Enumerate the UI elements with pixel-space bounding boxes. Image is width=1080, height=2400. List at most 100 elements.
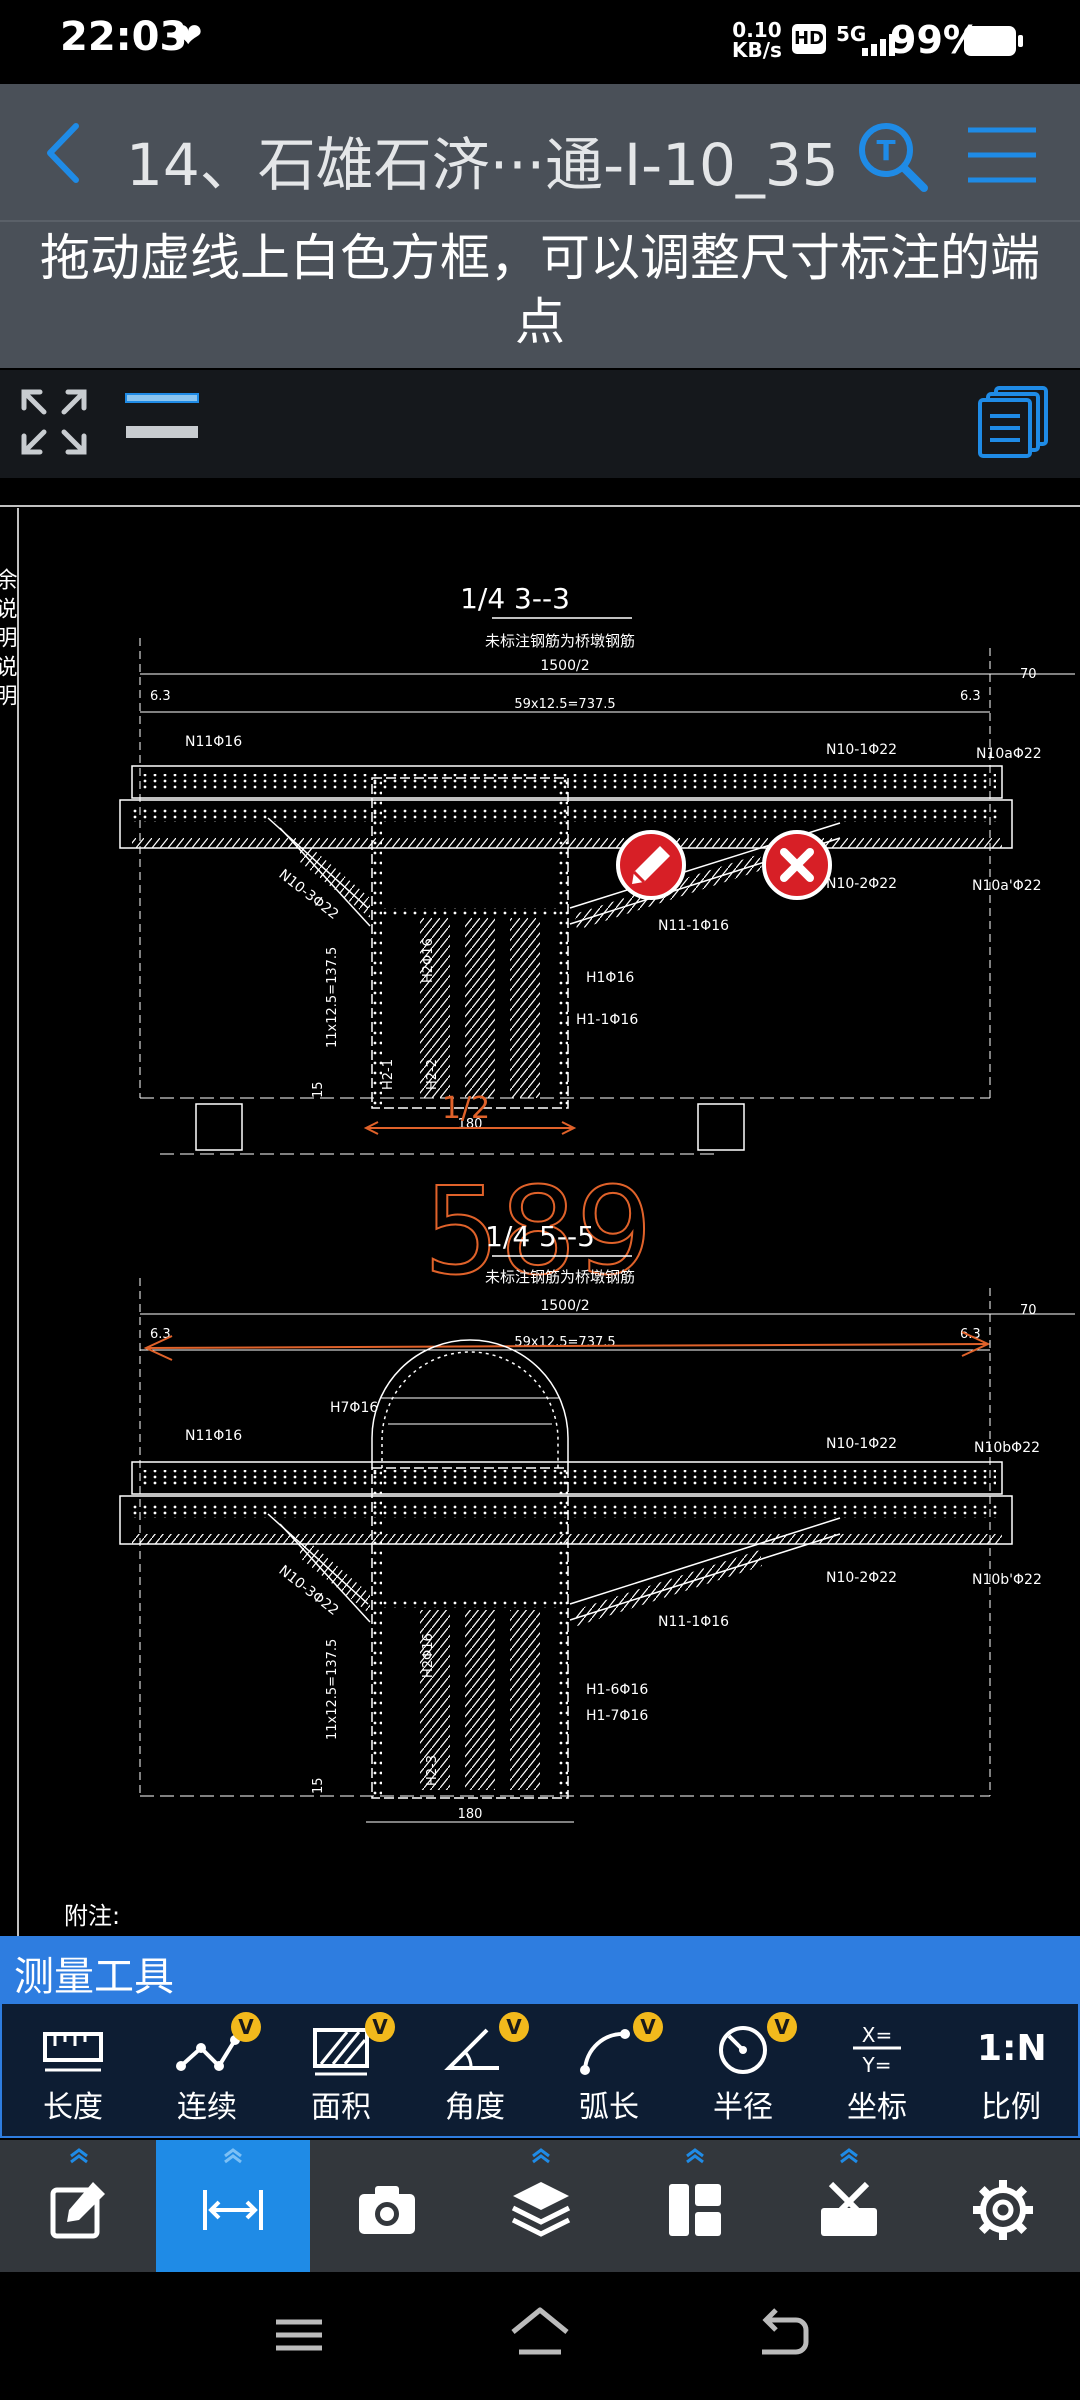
delete-annotation-button[interactable] [762, 830, 832, 900]
svg-text:Y=: Y= [862, 2053, 892, 2077]
label-s1-h2-2: H2-2 [425, 1059, 440, 1090]
label-s2-h2-3: H2-3 [425, 1755, 440, 1786]
recent-apps-icon[interactable] [264, 2300, 334, 2370]
tool-angle-label: 角度 [445, 2090, 505, 2125]
tool-length[interactable]: 长度 [13, 2014, 133, 2134]
chevron-up-icon [532, 2148, 550, 2164]
angle-icon [444, 2028, 499, 2070]
search-icon[interactable]: T [852, 116, 932, 196]
hd-icon: HD [792, 24, 826, 54]
nav-camera[interactable] [310, 2140, 464, 2272]
heart-icon: ❤ [174, 16, 203, 56]
nav-settings[interactable] [926, 2140, 1080, 2272]
label-s1-n11: N11Φ16 [185, 734, 242, 750]
nav-edit[interactable] [2, 2140, 156, 2272]
document-title: 14、石雄石济···通-I-10_35 [126, 131, 839, 199]
menu-icon[interactable] [964, 122, 1040, 188]
tool-angle[interactable]: V 角度 [415, 2012, 535, 2134]
tool-radius-label: 半径 [713, 2090, 773, 2125]
section-2-dim-total: 1500/2 [540, 1298, 589, 1314]
svg-text:X=: X= [862, 2023, 892, 2047]
ruler-icon [43, 2032, 103, 2072]
section-1-dim-spacing: 59x12.5=737.5 [514, 697, 615, 712]
section-2-subtitle: 未标注钢筋为桥墩钢筋 [485, 1268, 635, 1286]
layers-icon [511, 2182, 571, 2237]
section-1-subtitle: 未标注钢筋为桥墩钢筋 [485, 632, 635, 650]
network-type: 5G [836, 22, 867, 46]
label-s1-dim-vert: 11x12.5=137.5 [325, 947, 340, 1048]
signal-icon [862, 34, 895, 56]
tool-area-label: 面积 [311, 2090, 371, 2125]
chevron-up-icon [840, 2148, 858, 2164]
area-icon [313, 2028, 369, 2076]
tool-continuous[interactable]: V 连续 [147, 2012, 267, 2134]
section-1-title: 1/4 3--3 [460, 582, 570, 615]
radius-icon [719, 2026, 767, 2074]
section-1-dim-left: 6.3 [150, 689, 171, 704]
label-s2-h2: H2Φ16 [421, 1633, 436, 1678]
label-s2-n10-2: N10-2Φ22 [826, 1570, 897, 1586]
section-2-dim-left: 6.3 [150, 1327, 171, 1342]
tool-arc[interactable]: V 弧长 [549, 2012, 669, 2134]
measure-label-1: 1/2 [442, 1091, 490, 1126]
tool-radius[interactable]: V 半径 [683, 2012, 803, 2134]
nav-tools[interactable] [772, 2140, 926, 2272]
label-s1-n10a: N10aΦ22 [976, 746, 1042, 762]
line-style-icon[interactable] [124, 390, 200, 450]
label-s1-n10a-prime: N10a'Φ22 [972, 878, 1042, 894]
label-s2-n10b: N10bΦ22 [974, 1440, 1040, 1456]
nav-layers[interactable] [464, 2140, 618, 2272]
chevron-up-icon [224, 2148, 242, 2164]
label-s1-h2: H2Φ16 [421, 938, 436, 983]
cad-drawing[interactable]: 余 说 明 说 明 1/4 3--3 未标注钢筋为桥墩钢筋 1500/2 59x… [0, 478, 1080, 1936]
tool-area[interactable]: V 面积 [281, 2012, 401, 2134]
tool-coordinate-label: 坐标 [847, 2090, 907, 2125]
tool-arc-label: 弧长 [579, 2090, 639, 2125]
back-icon[interactable] [36, 118, 96, 188]
tool-scale-label: 比例 [981, 2090, 1041, 2125]
label-s2-h1-6: H1-6Φ16 [586, 1682, 648, 1698]
battery-tip [1018, 35, 1023, 47]
edit-annotation-button[interactable] [616, 830, 686, 900]
label-s1-15: 15 [311, 1081, 326, 1098]
pencil-icon [632, 846, 670, 884]
measure-panel-header [0, 1936, 1080, 2002]
tip-banner [0, 220, 1080, 368]
tool-scale[interactable]: 1:N 比例 [951, 2014, 1071, 2134]
note-label: 附注: [64, 1902, 120, 1930]
section-2-title: 1/4 5--5 [485, 1220, 595, 1253]
vip-badge: V [499, 2012, 529, 2042]
label-s2-h1-7: H1-7Φ16 [586, 1708, 648, 1724]
home-icon[interactable] [505, 2300, 575, 2370]
chevron-up-icon [686, 2148, 704, 2164]
fullscreen-icon[interactable] [18, 386, 90, 458]
label-s2-15: 15 [311, 1777, 326, 1794]
arc-icon [580, 2029, 630, 2075]
tool-length-label: 长度 [43, 2090, 103, 2125]
section-2-dim-70: 70 [1020, 1303, 1037, 1318]
close-icon [780, 848, 814, 882]
label-s1-h2-1: H2-1 [381, 1059, 396, 1090]
svg-text:T: T [876, 134, 895, 167]
measure-icon [203, 2190, 263, 2230]
label-s2-n10-1: N10-1Φ22 [826, 1436, 897, 1452]
tool-coordinate[interactable]: X= Y= 坐标 [817, 2014, 937, 2134]
back-nav-icon[interactable] [746, 2300, 816, 2370]
label-s2-dim-vert: 11x12.5=137.5 [325, 1639, 340, 1740]
status-bar [0, 0, 1080, 84]
tip-text: 拖动虚线上白色方框，可以调整尺寸标注的端点 [40, 229, 1040, 351]
polyline-icon [176, 2035, 240, 2071]
system-nav-bar [0, 2272, 1080, 2400]
drawing-list-icon[interactable] [978, 384, 1050, 458]
label-s2-h7: H7Φ16 [330, 1400, 378, 1416]
label-s2-n11: N11Φ16 [185, 1428, 242, 1444]
status-time: 22:03 [60, 14, 188, 60]
toolbox-icon [821, 2181, 877, 2236]
vip-badge: V [231, 2012, 261, 2042]
section-1: 1/4 3--3 未标注钢筋为桥墩钢筋 1500/2 59x12.5=737.5… [119, 582, 1075, 1155]
nav-layout[interactable] [618, 2140, 772, 2272]
nav-measure[interactable] [156, 2140, 310, 2272]
label-s1-n10-1: N10-1Φ22 [826, 742, 897, 758]
measure-panel-title: 测量工具 [14, 1954, 174, 2000]
label-s2-180: 180 [458, 1807, 483, 1822]
